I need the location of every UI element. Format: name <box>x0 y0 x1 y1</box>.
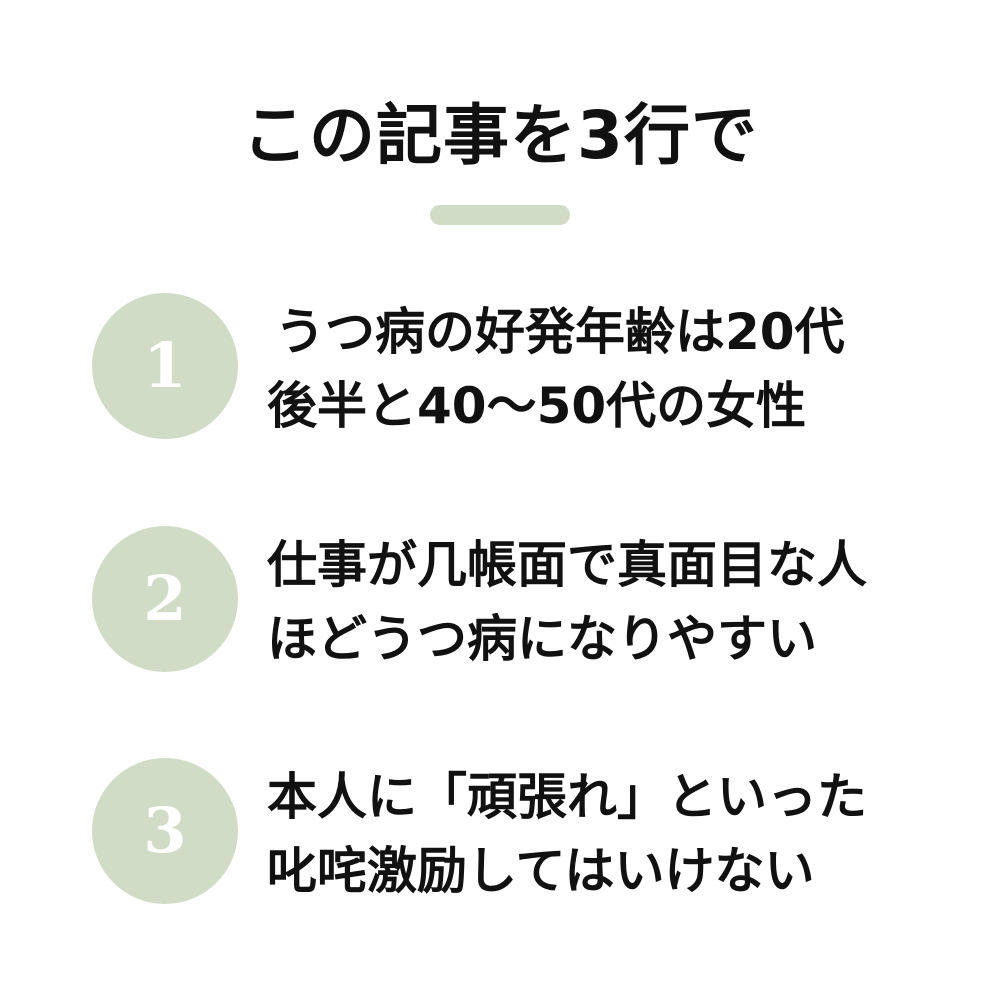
summary-line-2-2: ほどうつ病になりやすい <box>267 610 817 668</box>
title-divider <box>430 205 570 225</box>
summary-text-2: 仕事が几帳面で真面目な人 ほどうつ病になりやすい <box>267 528 947 676</box>
summary-line-1-2: 後半と40～50代の女性 <box>267 377 807 435</box>
summary-item-3: 3 本人に「頑張れ」といった 叱咤激励してはいけない <box>92 758 952 908</box>
summary-line-1-1: うつ病の好発年齢は20代 <box>275 303 845 361</box>
number-badge-2: 2 <box>92 526 238 672</box>
summary-item-1: 1 うつ病の好発年齢は20代 後半と40～50代の女性 <box>92 293 952 443</box>
summary-line-2-1: 仕事が几帳面で真面目な人 <box>267 536 867 594</box>
page-title: この記事を3行で <box>242 97 758 174</box>
summary-line-3-2: 叱咤激励してはいけない <box>267 842 815 900</box>
number-badge-1: 1 <box>92 293 238 439</box>
summary-item-2: 2 仕事が几帳面で真面目な人 ほどうつ病になりやすい <box>92 526 952 676</box>
summary-text-1: うつ病の好発年齢は20代 後半と40～50代の女性 <box>267 295 947 443</box>
number-badge-3: 3 <box>92 758 238 904</box>
summary-text-3: 本人に「頑張れ」といった 叱咤激励してはいけない <box>267 760 947 908</box>
summary-line-3-1: 本人に「頑張れ」といった <box>267 768 867 826</box>
